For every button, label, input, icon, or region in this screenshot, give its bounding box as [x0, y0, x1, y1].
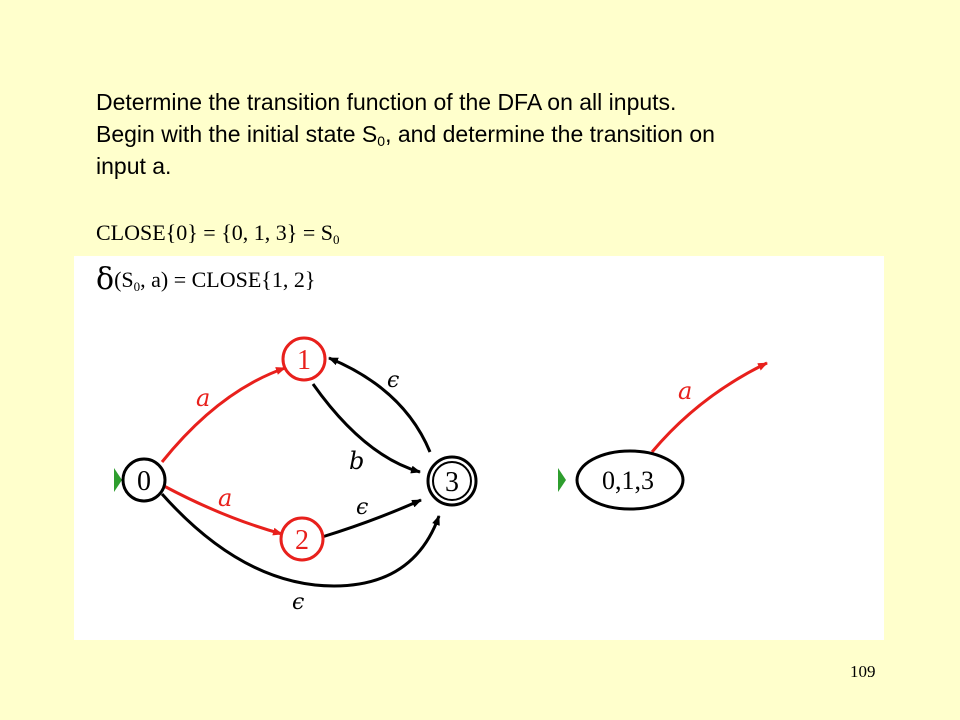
edge-1-3-label: b	[349, 447, 364, 475]
edge-0-1	[160, 366, 286, 463]
closure-formula-subscript: 0	[332, 232, 340, 247]
edge-1-3	[311, 383, 421, 474]
diagram-area: 0 1 2 3 a a b ϵ ϵ ϵ 0,1,3 a	[74, 256, 884, 640]
state-2-circle	[279, 516, 325, 562]
state-3-label: 3	[445, 467, 459, 498]
delta-argument-start: (S	[114, 267, 134, 292]
edge-3-1	[328, 356, 432, 453]
state-1-label: 1	[297, 345, 311, 376]
edge-0-1-label: a	[196, 384, 210, 412]
instructions: Determine the transition function of the…	[96, 86, 856, 182]
dfa-state-label: 0,1,3	[602, 466, 654, 495]
instruction-line-2-start: Begin with the initial state S	[96, 121, 378, 147]
delta-symbol: δ	[96, 262, 115, 297]
dfa-edge-a	[650, 361, 768, 453]
delta-argument-subscript: 0	[133, 279, 141, 294]
edge-3-1-label: ϵ	[387, 368, 399, 393]
instruction-line-2-end: , and determine the transition on	[385, 121, 715, 147]
state-3-outer-circle	[426, 455, 478, 507]
delta-argument-end: , a) = CLOSE{1, 2}	[140, 267, 316, 292]
state-3-inner-circle	[432, 461, 472, 501]
edge-0-2-label: a	[218, 484, 232, 512]
start-marker-nfa	[114, 468, 122, 492]
closure-formula-text: CLOSE{0} = {0, 1, 3} = S	[96, 220, 333, 245]
delta-formula: δ(S0, a) = CLOSE{1, 2}	[96, 262, 315, 297]
instruction-line-1: Determine the transition function of the…	[96, 89, 677, 115]
edge-0-2	[163, 484, 283, 536]
slide-number: 109	[850, 662, 876, 681]
instruction-line-2: Begin with the initial state S0, and det…	[96, 118, 856, 150]
instruction-line-3: input a.	[96, 153, 172, 179]
state-2-label: 2	[295, 525, 309, 556]
state-0-circle	[121, 457, 167, 503]
state-1-circle	[281, 336, 327, 382]
automata-diagram: 0 1 2 3 a a b ϵ ϵ ϵ 0,1,3 a	[114, 336, 768, 615]
edge-0-3-label: ϵ	[292, 590, 304, 615]
closure-formula: CLOSE{0} = {0, 1, 3} = S0	[96, 220, 339, 246]
edge-2-3	[321, 498, 422, 539]
start-marker-dfa	[558, 468, 566, 492]
state-0-label: 0	[137, 466, 151, 497]
edge-0-3	[160, 493, 441, 588]
instruction-line-2-subscript: 0	[377, 133, 386, 149]
dfa-edge-label: a	[678, 377, 692, 405]
edge-2-3-label: ϵ	[356, 495, 368, 520]
dfa-state-ellipse	[575, 449, 685, 511]
